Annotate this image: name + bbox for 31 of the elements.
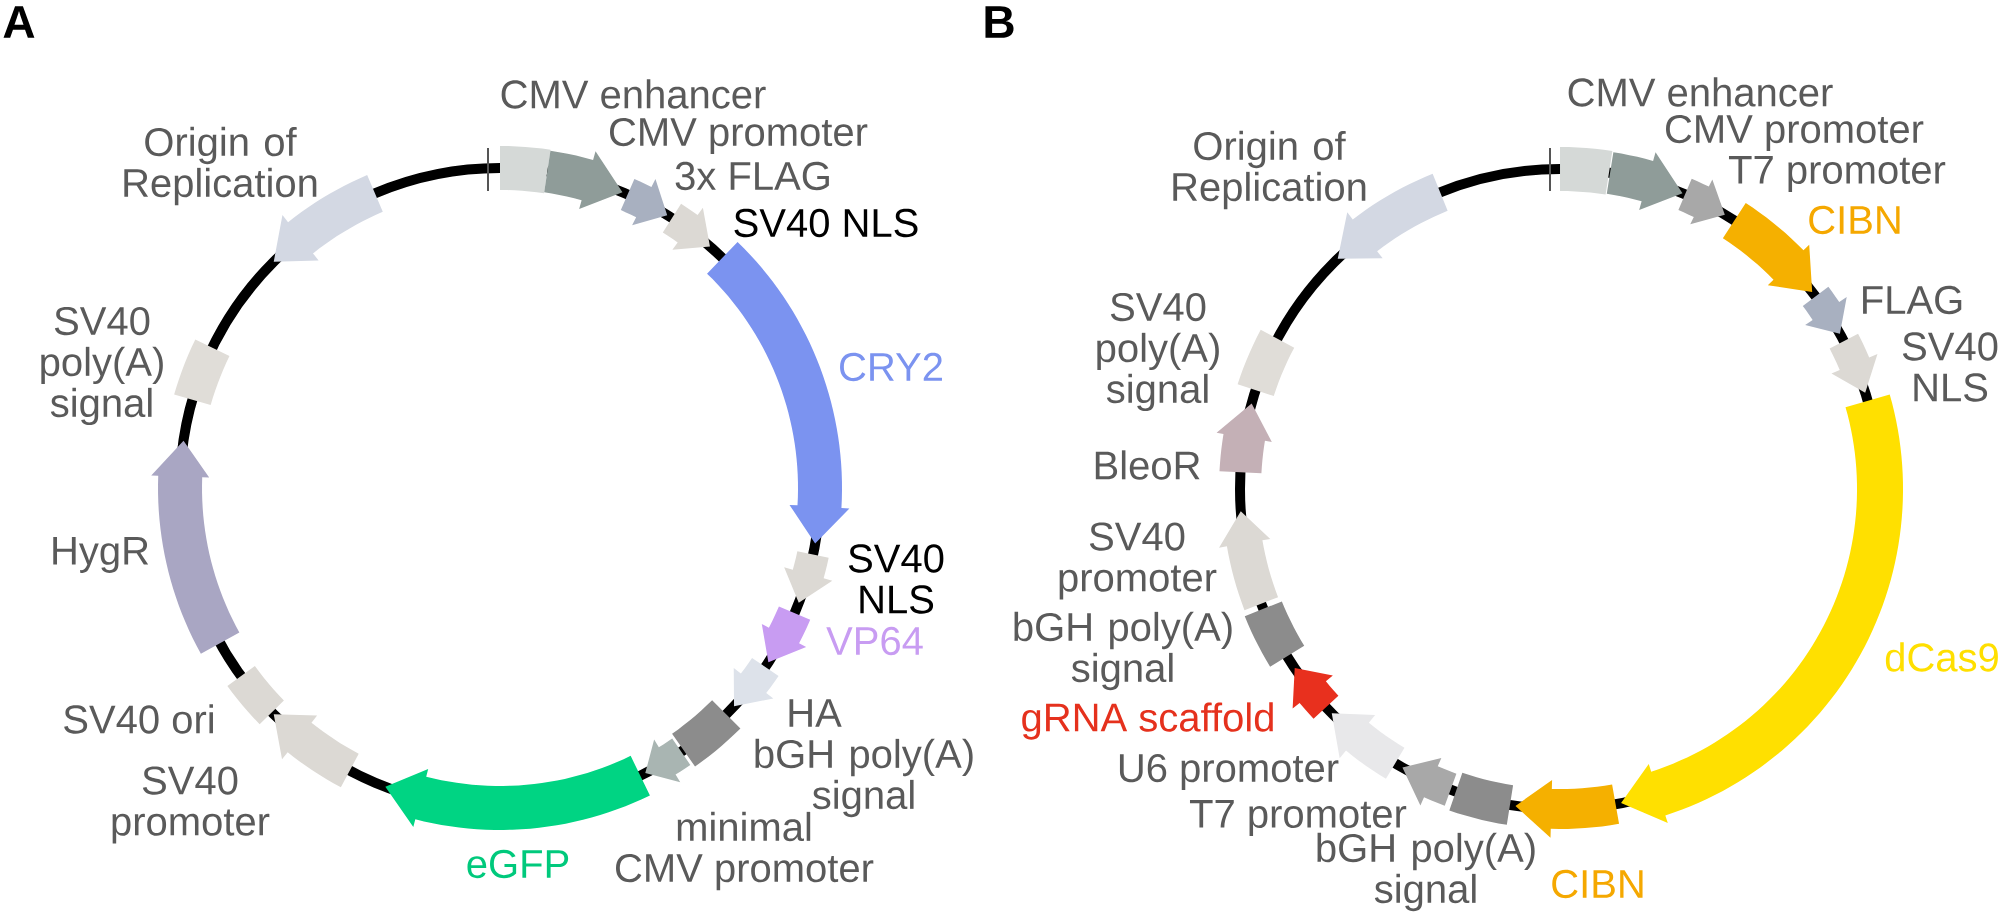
feature-label: SV40 poly(A) signal <box>41 306 163 426</box>
feature-label: CMV promoter <box>610 117 868 155</box>
feature-label: HA <box>789 699 842 727</box>
panel-letter: B <box>985 6 1014 38</box>
feature-label: SV40 ori <box>64 704 213 734</box>
feature-label: CRY2 <box>840 352 942 382</box>
feature-label: T7 promoter <box>1729 156 1946 192</box>
feature-label: Origin of Replication <box>124 126 317 206</box>
feature-label: FLAG <box>1863 285 1962 315</box>
feature-label: VP64 <box>826 626 923 656</box>
feature-label: CMV enhancer <box>501 79 766 109</box>
feature-label: eGFP <box>467 849 569 879</box>
feature-label: BleoR <box>1095 450 1200 480</box>
feature-label: CMV enhancer <box>1568 77 1833 107</box>
feature-label: CIBN <box>1809 205 1900 235</box>
feature-label: 3x FLAG <box>675 161 829 191</box>
feature-label: bGH poly(A) signal <box>1014 611 1232 691</box>
feature-label: Origin of Replication <box>1173 130 1366 210</box>
feature-label: HygR <box>53 537 149 573</box>
feature-label: SV40 NLS <box>848 544 944 614</box>
feature-label: CMV promoter <box>1666 114 1924 152</box>
feature-label: gRNA scaffold <box>1022 702 1273 740</box>
feature-label: SV40 promoter <box>1059 522 1217 600</box>
feature-label: SV40 promoter <box>112 766 270 844</box>
feature-label: dCas9 <box>1885 642 1998 672</box>
feature-label: CIBN <box>1552 869 1643 899</box>
feature-label: SV40 NLS <box>734 208 918 238</box>
feature-label: SV40 NLS <box>1902 332 1998 402</box>
feature-label: U6 promoter <box>1119 753 1339 791</box>
feature-label: SV40 poly(A) signal <box>1097 292 1219 412</box>
panel-letter: A <box>3 6 35 38</box>
